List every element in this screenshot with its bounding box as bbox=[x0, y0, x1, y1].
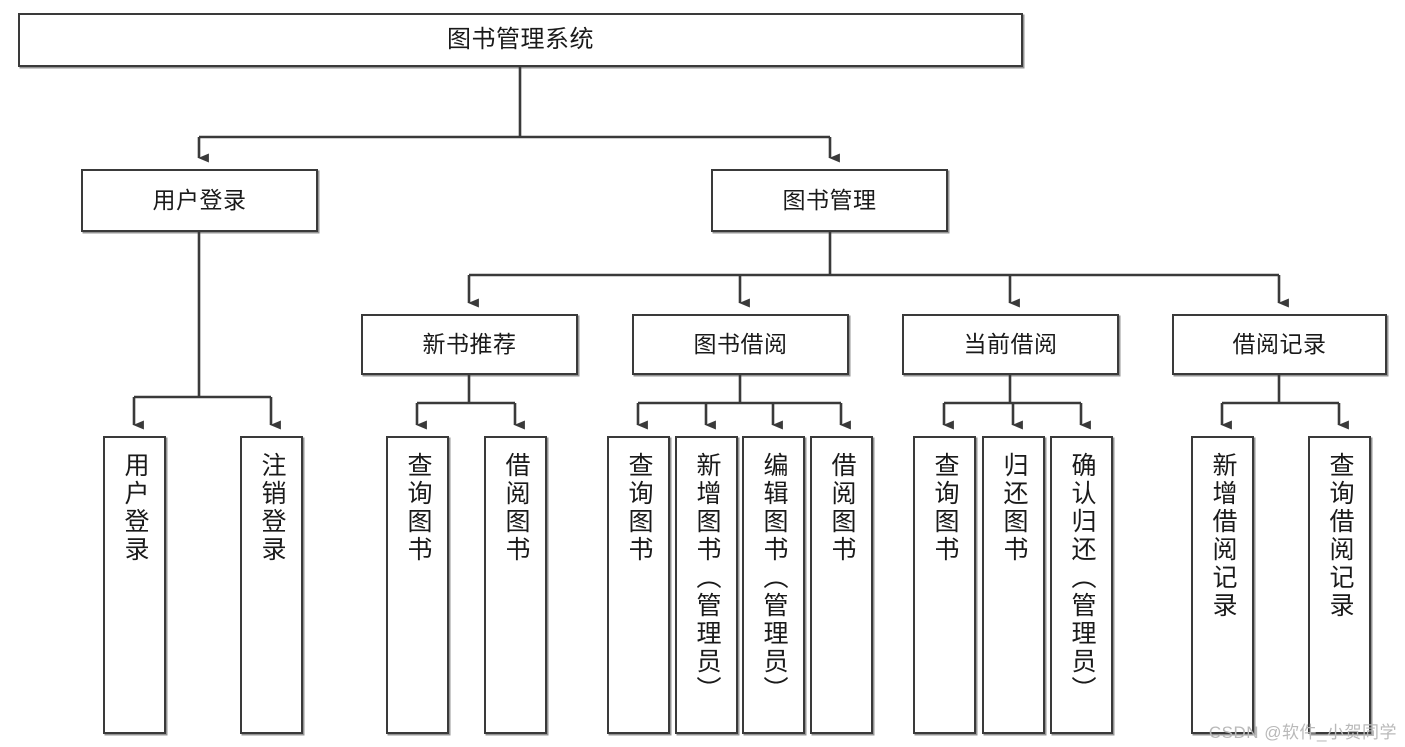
leaf-query-borrow-record[interactable]: 查询借阅记录 bbox=[1308, 436, 1371, 734]
leaf-return-book[interactable]: 归还图书 bbox=[982, 436, 1045, 734]
leaf-query-book-recommend[interactable]: 查询图书 bbox=[386, 436, 449, 734]
leaf-borrow-book-recommend[interactable]: 借阅图书 bbox=[484, 436, 547, 734]
node-book-management-label: 图书管理 bbox=[782, 186, 877, 213]
leaf-query-book-current[interactable]: 查询图书 bbox=[913, 436, 976, 734]
leaf-borrow-book[interactable]: 借阅图书 bbox=[810, 436, 873, 734]
watermark-text: CSDN @软件_小贺同学 bbox=[1208, 723, 1397, 742]
leaf-user-login[interactable]: 用户登录 bbox=[103, 436, 166, 734]
leaf-query-book-current-label: 查询图书 bbox=[931, 452, 959, 564]
leaf-query-book-recommend-label: 查询图书 bbox=[404, 452, 432, 564]
node-borrow-record-label: 借阅记录 bbox=[1232, 330, 1327, 357]
node-root[interactable]: 图书管理系统 bbox=[18, 13, 1023, 67]
node-new-book-recommend[interactable]: 新书推荐 bbox=[361, 314, 578, 375]
node-user-login[interactable]: 用户登录 bbox=[81, 169, 318, 232]
node-book-management[interactable]: 图书管理 bbox=[711, 169, 948, 232]
leaf-add-borrow-record[interactable]: 新增借阅记录 bbox=[1191, 436, 1254, 734]
leaf-logout-label: 注销登录 bbox=[258, 452, 286, 564]
leaf-borrow-book-label: 借阅图书 bbox=[828, 452, 856, 564]
leaf-edit-book-admin-label: 编辑图书（管理员） bbox=[760, 452, 788, 704]
leaf-edit-book-admin[interactable]: 编辑图书（管理员） bbox=[742, 436, 805, 734]
node-user-login-label: 用户登录 bbox=[152, 186, 247, 213]
leaf-borrow-book-recommend-label: 借阅图书 bbox=[502, 452, 530, 564]
node-current-borrow-label: 当前借阅 bbox=[963, 330, 1058, 357]
leaf-add-borrow-record-label: 新增借阅记录 bbox=[1209, 452, 1237, 620]
leaf-query-book-borrow-label: 查询图书 bbox=[625, 452, 653, 564]
node-book-borrow-label: 图书借阅 bbox=[693, 330, 788, 357]
leaf-query-borrow-record-label: 查询借阅记录 bbox=[1326, 452, 1354, 620]
leaf-add-book-admin-label: 新增图书（管理员） bbox=[693, 452, 721, 704]
leaf-confirm-return-admin[interactable]: 确认归还（管理员） bbox=[1050, 436, 1113, 734]
node-new-book-recommend-label: 新书推荐 bbox=[422, 330, 517, 357]
node-current-borrow[interactable]: 当前借阅 bbox=[902, 314, 1119, 375]
node-book-borrow[interactable]: 图书借阅 bbox=[632, 314, 849, 375]
leaf-user-login-label: 用户登录 bbox=[121, 452, 149, 564]
leaf-confirm-return-admin-label: 确认归还（管理员） bbox=[1068, 452, 1096, 704]
node-root-label: 图书管理系统 bbox=[447, 25, 594, 53]
leaf-query-book-borrow[interactable]: 查询图书 bbox=[607, 436, 670, 734]
leaf-logout[interactable]: 注销登录 bbox=[240, 436, 303, 734]
leaf-return-book-label: 归还图书 bbox=[1000, 452, 1028, 564]
leaf-add-book-admin[interactable]: 新增图书（管理员） bbox=[675, 436, 738, 734]
node-borrow-record[interactable]: 借阅记录 bbox=[1172, 314, 1387, 375]
